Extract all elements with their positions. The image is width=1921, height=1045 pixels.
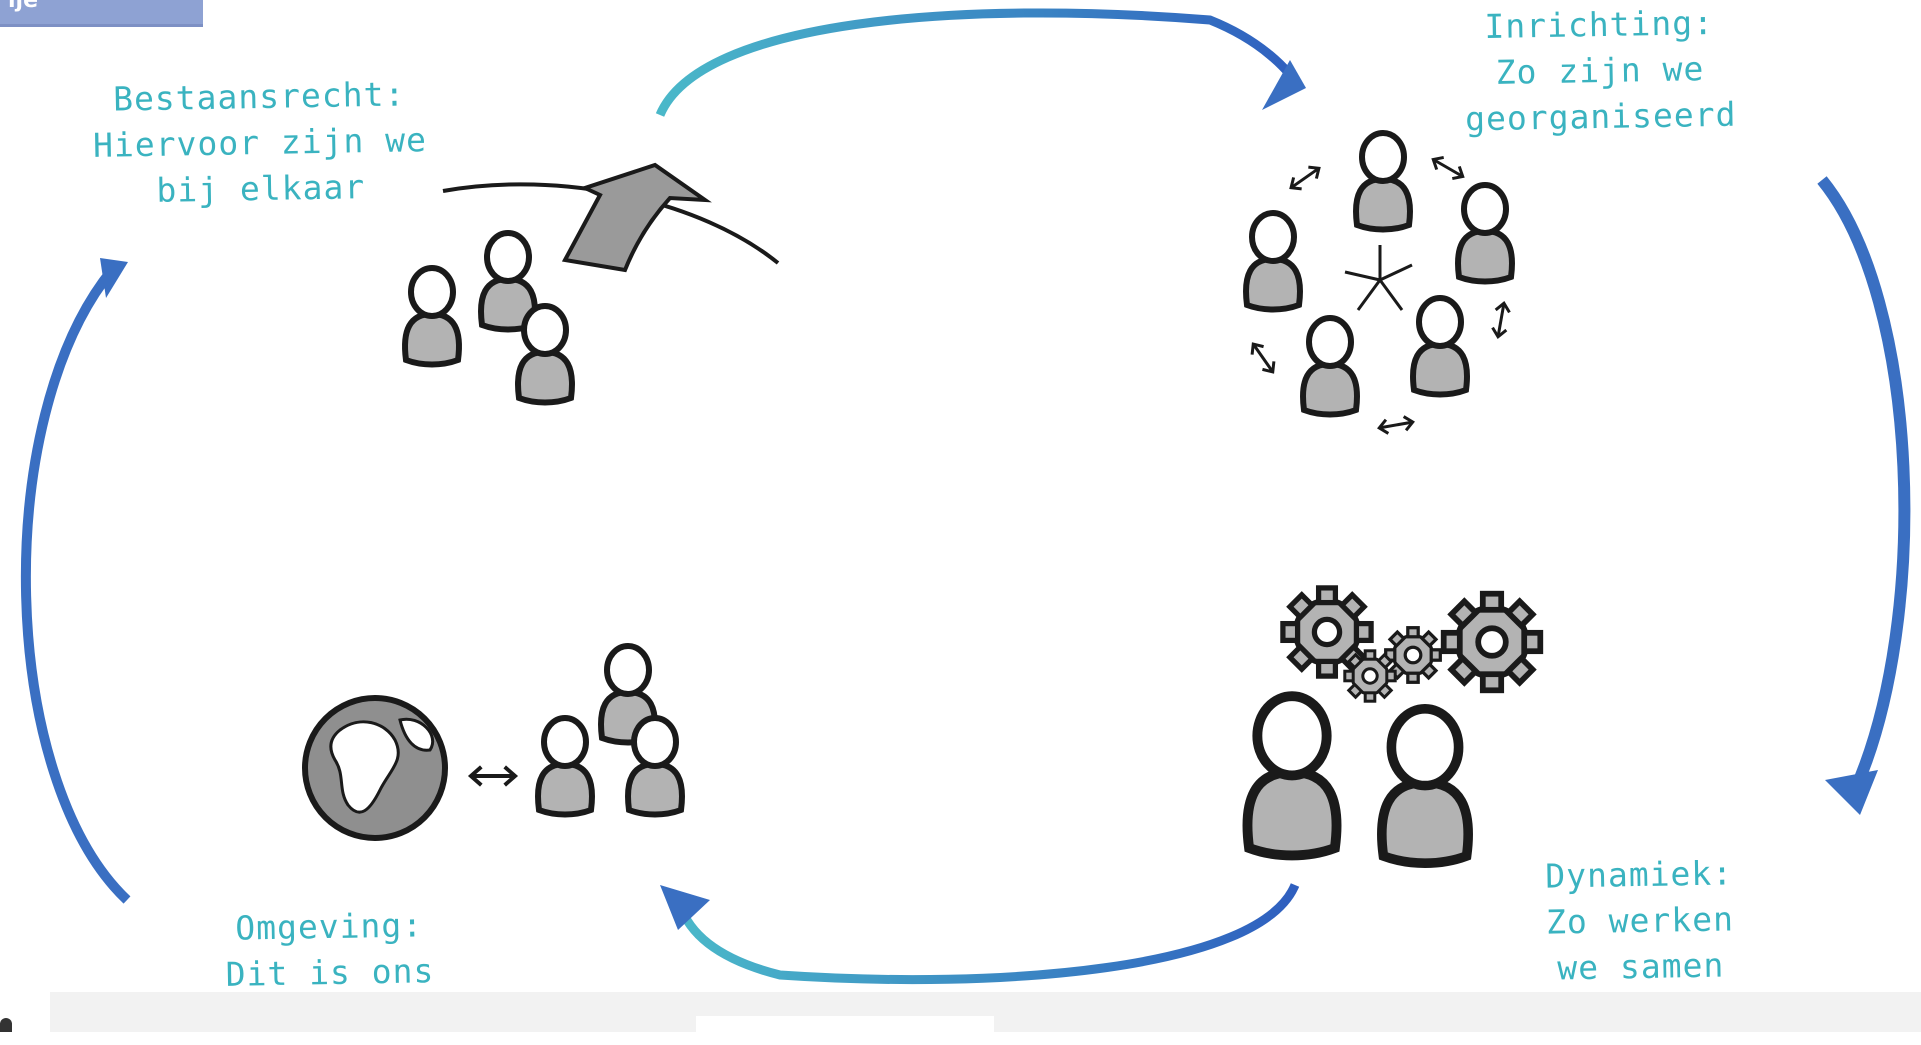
label-bestaansrecht-line-2: bij elkaar [156,167,366,210]
organised-circle-icon [1246,133,1512,437]
bottom-box [696,1016,994,1032]
cycle-arrow-top [655,8,1306,117]
label-bestaansrecht-line-1: Hiervoor zijn we [92,120,428,165]
label-omgeving-title: Omgeving: [234,905,424,948]
label-bestaansrecht-title: Bestaansrecht: [112,74,406,119]
label-dynamiek-line-1: Zo werken [1545,899,1735,942]
cycle-arrow-left [20,258,131,904]
label-inrichting-line-2: georganiseerd [1464,94,1737,139]
gears-teamwork-icon [1247,588,1540,863]
label-dynamiek-title: Dynamiek: [1544,853,1734,896]
label-inrichting-title: Inrichting: [1484,3,1715,47]
globe-exchange-icon [302,646,682,841]
group-with-direction-arrow-icon [405,162,780,403]
cycle-arrow-bottom [660,883,1300,985]
corner-tab-text: ije [8,0,39,13]
cycle-arrow-right [1817,176,1911,815]
label-dynamiek-line-2: we samen [1556,945,1725,988]
label-dynamiek: Dynamiek: Zo werken we samen [1499,850,1781,993]
label-inrichting-line-1: Zo zijn we [1495,49,1705,92]
label-bestaansrecht: Bestaansrecht: Hiervoor zijn we bij elka… [69,71,451,216]
label-inrichting: Inrichting: Zo zijn we georganiseerd [1399,0,1801,143]
slide-corner-tab: ije [0,0,203,27]
edge-fragment [0,1018,12,1032]
